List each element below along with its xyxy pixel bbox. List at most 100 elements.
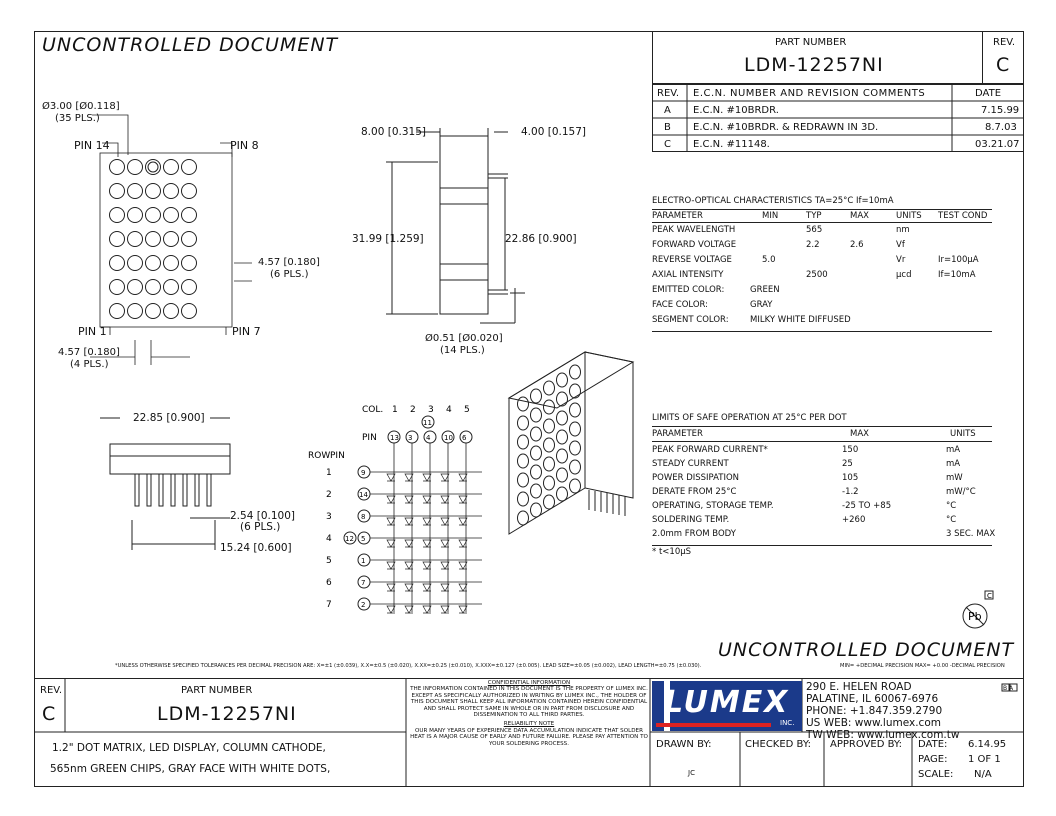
iso-dot [543, 456, 555, 472]
tb-part-label: PART NUMBER [181, 685, 253, 696]
dot-led [145, 207, 161, 223]
iso-dot [530, 426, 542, 442]
safe-h-units: UNITS [950, 429, 976, 439]
iso-dot [517, 453, 529, 469]
eo-cell: µcd [896, 270, 912, 280]
row-number: 5 [326, 556, 332, 566]
confidential-block: CONFIDENTIAL INFORMATION THE INFORMATION… [408, 680, 650, 747]
pin-label: PIN [362, 433, 377, 443]
tolerance-minmax: MIN= +DECIMAL PRECISION MAX= +0.00 -DECI… [840, 663, 1005, 669]
iso-dot [569, 364, 581, 380]
iso-dot [569, 459, 581, 475]
iso-dot [517, 396, 529, 412]
dot-led [145, 231, 161, 247]
comments-col-header: E.C.N. NUMBER AND REVISION COMMENTS [693, 88, 926, 99]
logo-stripe [656, 723, 771, 727]
lead-pin [182, 473, 188, 507]
safe-cell: mW/°C [946, 487, 976, 497]
iso-dot [556, 467, 568, 483]
iso-dot [569, 383, 581, 399]
safe-cell: DERATE FROM 25°C [652, 487, 737, 497]
rev-row-b-comment: E.C.N. #10BRDR. & REDRAWN IN 3D. [693, 122, 879, 133]
dot-led [127, 207, 143, 223]
dim-pitch-bottom: 4.57 [0.180] [58, 347, 120, 358]
web-us[interactable]: US WEB: www.lumex.com [806, 717, 941, 729]
dim-lead-pitch: 2.54 [0.100] [230, 510, 295, 522]
eo-cell: 565 [806, 225, 823, 235]
row-pin-label: PIN [330, 451, 345, 461]
row-number: 7 [326, 600, 332, 610]
dim-lead-span: 22.86 [0.900] [505, 233, 577, 245]
svg-text:Pb: Pb [968, 610, 982, 623]
dim-height: 31.99 [1.259] [352, 233, 424, 245]
lead-pin [206, 473, 212, 507]
side-view-drawing [386, 128, 525, 324]
tb-rev: C [42, 703, 56, 725]
web-tw[interactable]: TW WEB: www.lumex.com.tw [806, 729, 960, 741]
row-pin: 9 [361, 469, 365, 477]
tb-part: LDM-12257NI [157, 703, 297, 725]
rev-row-a-date: 7.15.99 [981, 105, 1020, 116]
iso-dot [543, 418, 555, 434]
dot-led [109, 279, 125, 295]
dim-lead-dia-count: (14 PLS.) [440, 345, 485, 356]
row-number: 1 [326, 468, 332, 478]
dot-led [181, 207, 197, 223]
lead-pin [134, 473, 140, 507]
conf-text: THE INFORMATION CONTAINED IN THIS DOCUME… [410, 686, 648, 719]
dim-side-lead: 4.00 [0.157] [521, 126, 586, 138]
led-diode [422, 605, 432, 614]
safe-cell: mA [946, 445, 961, 455]
dot-led [145, 303, 161, 319]
eo-h-cond: TEST COND [938, 211, 988, 221]
col-number: 4 [446, 405, 452, 415]
tb-desc1: 1.2" DOT MATRIX, LED DISPLAY, COLUMN CAT… [52, 742, 326, 754]
eo-cell: nm [896, 225, 910, 235]
safe-h-param: PARAMETER [652, 429, 703, 439]
dot-led [127, 159, 143, 175]
row-pin: 7 [361, 579, 365, 587]
dot-led [163, 303, 179, 319]
safe-cell: POWER DISSIPATION [652, 473, 740, 483]
rev-col-header: REV. [657, 88, 679, 99]
iso-dot [556, 391, 568, 407]
rev-label: REV. [993, 37, 1015, 48]
pb-free-icon: C Pb [962, 590, 994, 629]
safe-cell: OPERATING, STORAGE TEMP. [652, 501, 774, 511]
safe-cell: 3 SEC. MAX [946, 529, 996, 539]
col-pin: 13 [390, 434, 399, 442]
safe-cell: STEADY CURRENT [652, 459, 729, 469]
dot-led [181, 183, 197, 199]
iso-dot [543, 399, 555, 415]
svg-text:C: C [987, 592, 992, 600]
safe-cell: mW [946, 473, 963, 483]
iso-dot [569, 421, 581, 437]
eo-cell: 2500 [806, 270, 828, 280]
safe-cell: -25 TO +85 [842, 501, 892, 511]
led-diode [458, 605, 468, 614]
rev-row-b-date: 8.7.03 [985, 122, 1017, 133]
dot-led [145, 159, 161, 175]
safe-cell: °C [946, 501, 957, 511]
led-diode [386, 605, 396, 614]
col-label: COL. [362, 405, 383, 415]
dim-hole-count: (35 PLS.) [55, 113, 100, 124]
dot-led [145, 183, 161, 199]
label-pin14: PIN 14 [74, 139, 110, 152]
safe-h-max: MAX [850, 429, 869, 439]
safe-cell: 150 [842, 445, 859, 455]
row-number: 2 [326, 490, 332, 500]
rev-row-b: B [664, 122, 671, 133]
eo-cell: 5.0 [762, 255, 776, 265]
row-pin: 14 [359, 491, 368, 499]
dot-led [163, 255, 179, 271]
iso-dot [556, 429, 568, 445]
checked-label: CHECKED BY: [745, 739, 812, 750]
eo-cell: PEAK WAVELENGTH [652, 225, 736, 235]
eo-h-max: MAX [850, 211, 869, 221]
label-pin1: PIN 1 [78, 325, 107, 338]
dot-led [127, 183, 143, 199]
drawing-sheet [34, 31, 1024, 787]
safe-cell: +260 [842, 515, 866, 525]
part-number-label: PART NUMBER [775, 37, 847, 48]
